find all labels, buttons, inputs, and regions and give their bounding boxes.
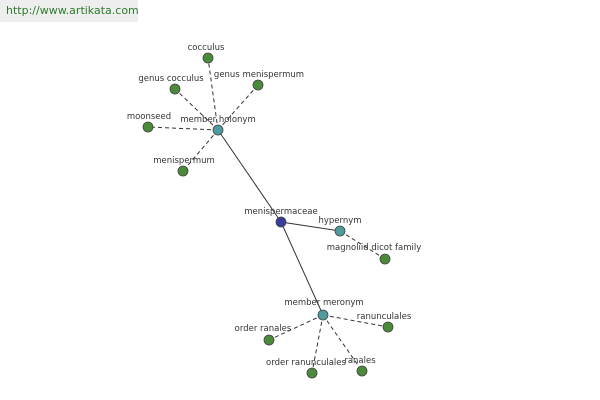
edge-holonym-moonseed (147, 126, 219, 131)
label-member-holonym[interactable]: member holonym (180, 115, 255, 125)
label-genus-menispermum[interactable]: genus menispermum (214, 70, 304, 80)
edge-holonym-cocculus (207, 57, 219, 131)
label-ranales[interactable]: ranales (344, 356, 376, 366)
edge-center-member-meronym (280, 221, 324, 316)
node-center[interactable] (275, 216, 287, 228)
node-order-ranales[interactable] (263, 334, 275, 346)
label-genus-cocculus[interactable]: genus cocculus (138, 74, 204, 84)
label-menispermum[interactable]: menispermum (153, 156, 215, 166)
node-ranunculales[interactable] (382, 321, 394, 333)
label-order-ranunculales[interactable]: order ranunculales (266, 358, 346, 368)
node-member-holonym[interactable] (212, 124, 224, 136)
node-moonseed[interactable] (142, 121, 154, 133)
node-ranales[interactable] (356, 365, 368, 377)
node-hypernym[interactable] (334, 225, 346, 237)
node-magnoliid-dicot-family[interactable] (379, 253, 391, 265)
node-cocculus[interactable] (202, 52, 214, 64)
url-banner: http://www.artikata.com (0, 0, 139, 22)
edge-holonym-genus-cocculus (174, 88, 219, 131)
site-url: http://www.artikata.com (6, 4, 139, 17)
label-hypernym[interactable]: hypernym (318, 216, 361, 226)
node-menispermum[interactable] (177, 165, 189, 177)
edge-hypernym-magnoliid (339, 230, 386, 260)
label-center[interactable]: menispermaceae (244, 207, 318, 217)
label-cocculus[interactable]: cocculus (188, 43, 225, 53)
node-genus-cocculus[interactable] (169, 83, 181, 95)
node-order-ranunculales[interactable] (306, 367, 318, 379)
edge-holonym-menispermum (182, 129, 219, 172)
label-magnoliid-dicot-family[interactable]: magnoliid dicot family (327, 243, 422, 253)
edge-meronym-order-ranales (268, 314, 324, 341)
edge-holonym-genus-menispermum (217, 84, 259, 131)
label-member-meronym[interactable]: member meronym (284, 298, 363, 308)
label-ranunculales[interactable]: ranunculales (357, 312, 412, 322)
edge-center-hypernym (280, 221, 341, 232)
label-moonseed[interactable]: moonseed (127, 112, 171, 122)
edge-meronym-ranales (322, 314, 363, 372)
edge-center-member-holonym (217, 129, 282, 223)
node-member-meronym[interactable] (317, 309, 329, 321)
label-order-ranales[interactable]: order ranales (235, 324, 292, 334)
edge-meronym-order-ranunculales (311, 314, 324, 374)
node-genus-menispermum[interactable] (252, 79, 264, 91)
